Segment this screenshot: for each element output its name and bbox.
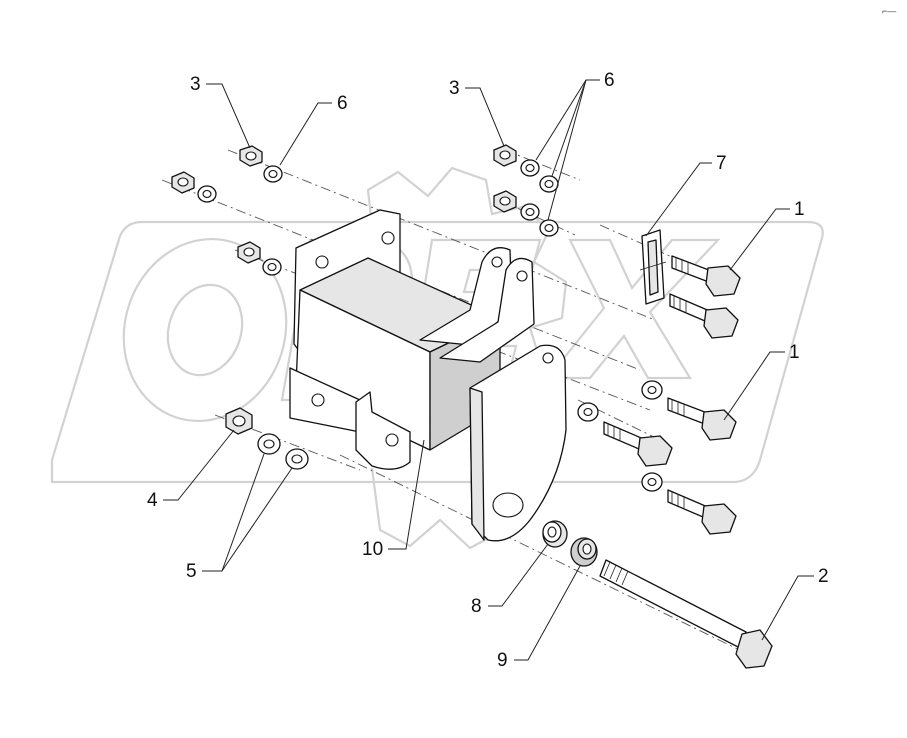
hitch-bracket-assembly xyxy=(289,209,567,542)
washer-icon xyxy=(641,472,663,492)
hex-bolt-icon xyxy=(667,397,737,441)
front-plate xyxy=(469,344,567,542)
washer-icon xyxy=(520,203,540,221)
washer-icon xyxy=(257,433,281,455)
main-pin-group xyxy=(542,520,773,669)
label-1-top: 1 xyxy=(794,199,805,220)
label-10: 10 xyxy=(362,539,383,560)
label-2: 2 xyxy=(818,566,829,587)
main-pin-hole xyxy=(492,492,524,518)
corner-mark: ⌐— xyxy=(882,6,896,16)
washer-icon xyxy=(539,219,559,237)
label-3-left: 3 xyxy=(190,74,201,95)
washer-icon xyxy=(539,175,559,193)
washer-icon xyxy=(262,258,282,276)
center-line-main-pin xyxy=(339,454,761,661)
center-line-upper-left xyxy=(161,179,641,371)
front-lug xyxy=(355,391,411,470)
label-8: 8 xyxy=(471,596,482,617)
front-plate-edge xyxy=(469,387,485,541)
callout-labels: 3 6 3 6 7 1 1 4 5 10 2 8 9 xyxy=(147,70,829,671)
lock-pin-7 xyxy=(639,229,667,305)
leader-lines xyxy=(163,79,814,661)
washer-icon xyxy=(197,185,217,203)
washer-icon xyxy=(577,402,599,422)
center-line-right-nuts xyxy=(504,149,581,181)
bushing-icon xyxy=(542,520,568,548)
label-3-right: 3 xyxy=(449,78,460,99)
label-6-left: 6 xyxy=(337,93,348,114)
label-4: 4 xyxy=(147,490,158,511)
hex-nut-icon xyxy=(171,171,195,194)
hex-bolt-icon xyxy=(669,293,739,339)
hex-nut-icon xyxy=(493,190,517,213)
hex-nut-icon xyxy=(493,144,517,167)
hex-bolt-icon xyxy=(667,489,737,535)
label-6-right: 6 xyxy=(604,70,615,91)
lug-ear-2 xyxy=(439,257,535,363)
center-line-right-nuts-2 xyxy=(499,199,576,236)
hex-bolt-icon xyxy=(603,421,673,467)
label-9: 9 xyxy=(497,650,508,671)
hex-nut-icon xyxy=(225,407,253,435)
main-pin-bolt-icon xyxy=(599,559,773,669)
nut-washer-group-upper-right xyxy=(493,144,559,237)
nut-washer-group-lower-left xyxy=(225,407,309,470)
washer-icon xyxy=(263,165,283,183)
spacer-icon xyxy=(570,537,598,567)
washer-icon xyxy=(285,448,309,470)
nut-washer-group-upper-left xyxy=(171,145,283,276)
label-1-mid: 1 xyxy=(789,342,800,363)
hex-nut-icon xyxy=(237,241,261,264)
label-5: 5 xyxy=(186,561,197,582)
hex-nut-icon xyxy=(239,145,263,167)
bolt-group-right xyxy=(577,255,741,535)
label-7: 7 xyxy=(716,153,727,174)
washer-icon xyxy=(520,159,540,177)
center-line-upper-left-2 xyxy=(227,149,656,321)
washer-icon xyxy=(641,380,663,400)
hex-bolt-icon xyxy=(671,255,741,297)
